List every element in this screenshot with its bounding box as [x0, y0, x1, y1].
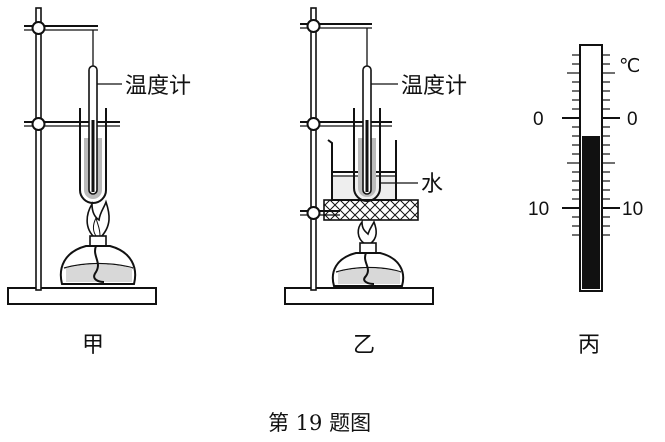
figure-caption: 第 19 题图 — [268, 411, 371, 435]
clamp-knob — [31, 21, 46, 35]
clamp-knob — [306, 206, 321, 220]
apparatus-jia: 温度计 甲 — [7, 7, 191, 358]
test-tube — [353, 108, 381, 202]
lamp-wick — [363, 252, 375, 285]
caption-yi: 乙 — [353, 333, 375, 358]
thermometer-label: 温度计 — [401, 74, 467, 99]
tick-label-right-0: 0 — [627, 109, 638, 130]
unit-label: ℃ — [619, 56, 640, 77]
flame — [357, 219, 377, 245]
tick-label-right-10: 10 — [622, 199, 643, 220]
thermometer-label: 温度计 — [125, 74, 191, 99]
thermometer-liquid — [582, 136, 600, 289]
clamp-knob — [306, 117, 321, 131]
lamp-neck — [359, 242, 377, 254]
water-label: 水 — [421, 172, 443, 197]
flame — [86, 199, 110, 239]
wire-gauze — [323, 199, 419, 221]
thermometer-bing: ℃ 0 0 10 10 丙 — [528, 44, 643, 358]
apparatus-yi: 温度计 水 乙 — [284, 7, 467, 358]
stand-pole — [310, 7, 317, 291]
caption-jia: 甲 — [82, 333, 104, 358]
lamp-wick — [93, 245, 105, 283]
clamp-knob — [31, 117, 46, 131]
stand-base — [7, 287, 157, 305]
test-tube — [79, 108, 107, 204]
stand-base — [284, 287, 434, 305]
tick-label-left-0: 0 — [533, 109, 544, 130]
stand-pole — [35, 7, 42, 291]
caption-bing: 丙 — [578, 333, 600, 358]
lamp-neck — [89, 235, 107, 247]
tick-label-left-10: 10 — [528, 199, 549, 220]
clamp-knob — [306, 19, 321, 33]
thermometer-ticks — [562, 54, 620, 236]
